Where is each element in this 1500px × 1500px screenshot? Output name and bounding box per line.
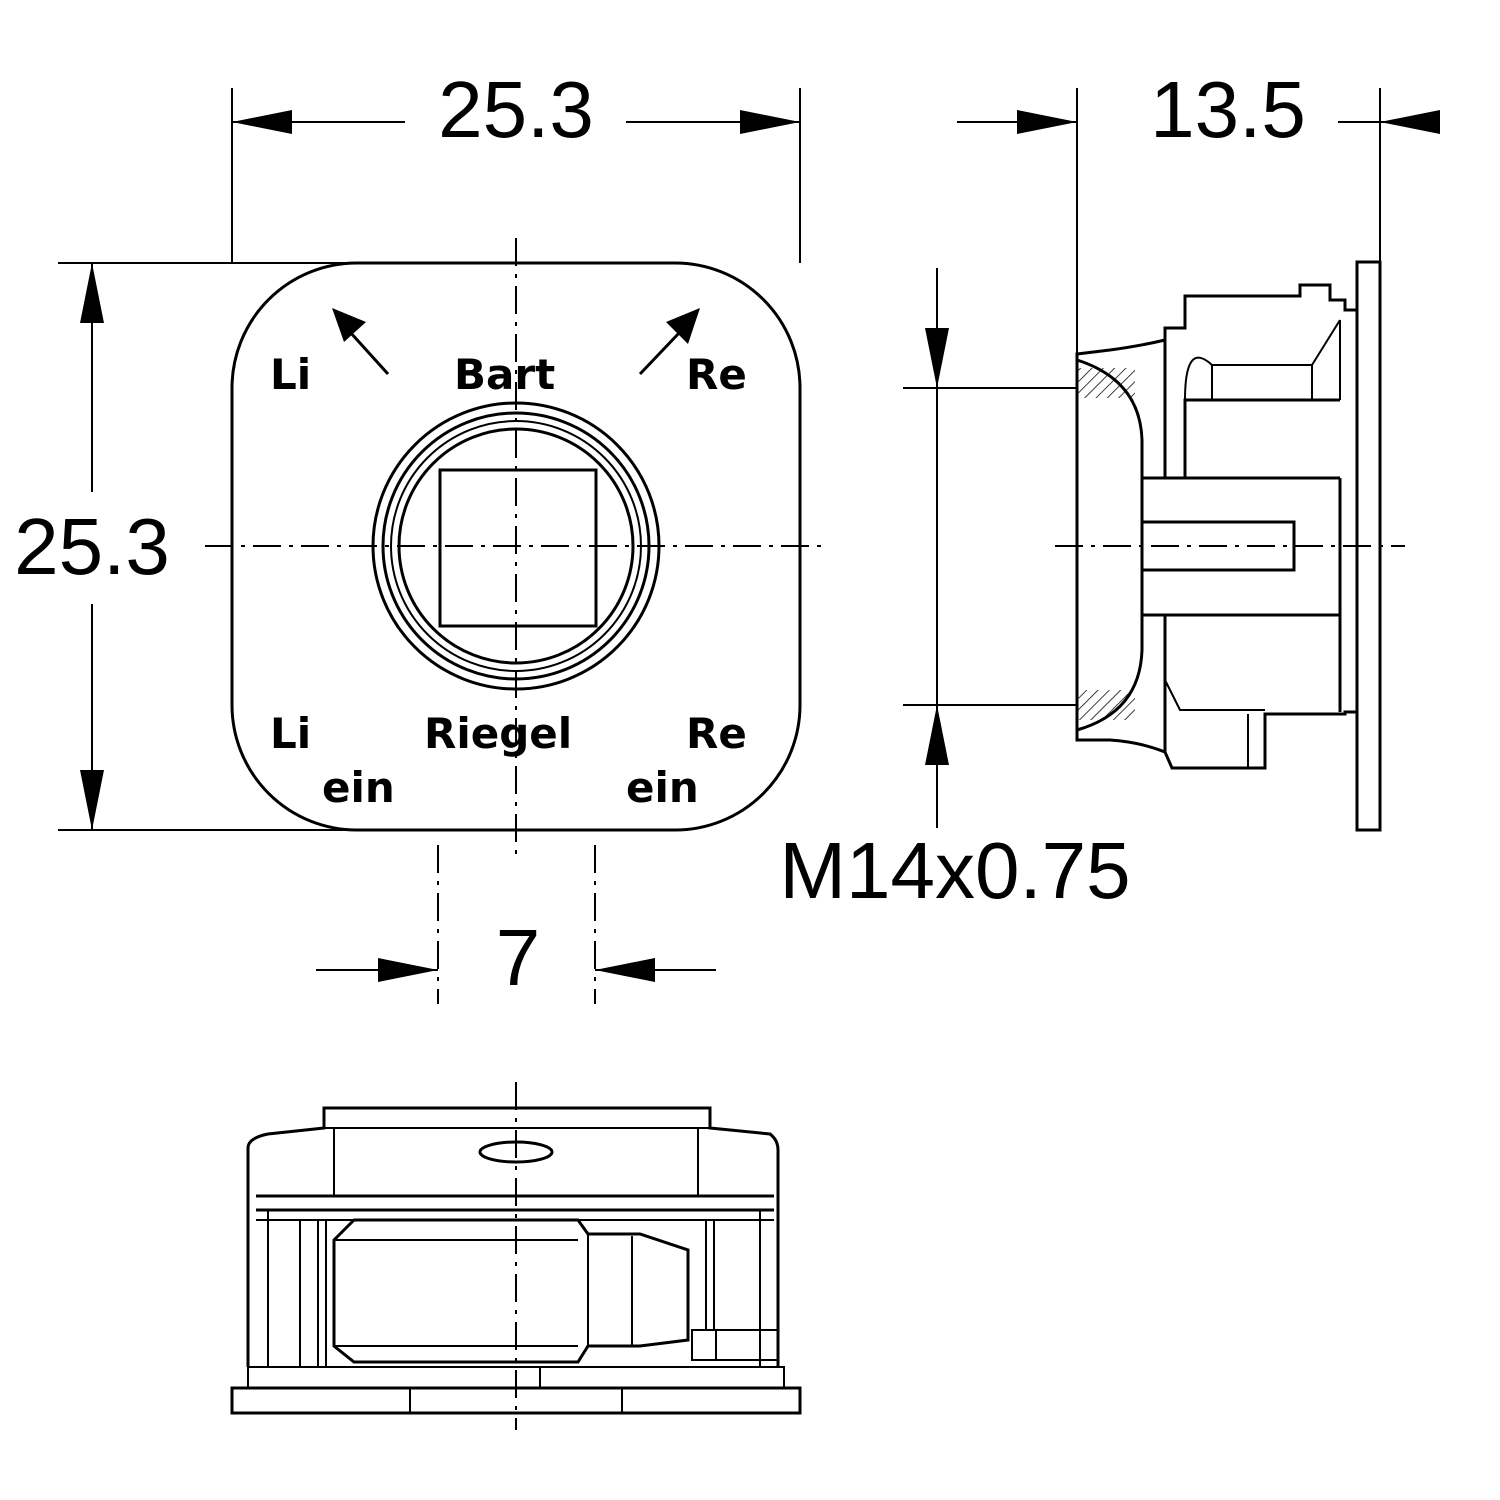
dimension-width-top: 25.3	[231, 65, 801, 263]
arrow-up-left-icon	[332, 308, 390, 376]
dimension-key-width: 7	[316, 845, 716, 1004]
dimension-depth-label: 13.5	[1150, 65, 1306, 154]
dimension-key-label: 7	[496, 913, 541, 1002]
bottom-latch	[691, 1329, 779, 1361]
dimension-height-left: 25.3	[14, 262, 370, 831]
dimension-height-label: 25.3	[14, 502, 170, 591]
label-riegel: Riegel	[424, 709, 572, 758]
section-hatch-bottom	[1077, 690, 1135, 720]
label-ein-left: ein	[322, 763, 395, 812]
label-re-bottom: Re	[686, 709, 747, 758]
bottom-inner-cam	[332, 1218, 690, 1364]
label-li-top: Li	[270, 350, 311, 399]
front-view: Li Bart Re Li ein Riegel Re ein	[205, 238, 826, 858]
label-re-top: Re	[686, 350, 747, 399]
square-drive-hole	[438, 468, 598, 628]
side-body-outline	[1075, 283, 1359, 770]
thread-label: M14x0.75	[779, 826, 1130, 915]
side-view	[1055, 260, 1405, 832]
label-ein-right: ein	[626, 763, 699, 812]
dimension-depth: 13.5	[957, 65, 1440, 354]
label-li-bottom: Li	[270, 709, 311, 758]
bottom-view	[230, 1082, 802, 1430]
section-hatch-top	[1077, 368, 1135, 398]
side-cam-block	[1211, 364, 1313, 401]
dimension-thread: M14x0.75	[779, 268, 1131, 915]
dimension-width-label: 25.3	[438, 65, 594, 154]
arrow-up-right-icon	[638, 308, 700, 376]
label-bart: Bart	[454, 350, 555, 399]
